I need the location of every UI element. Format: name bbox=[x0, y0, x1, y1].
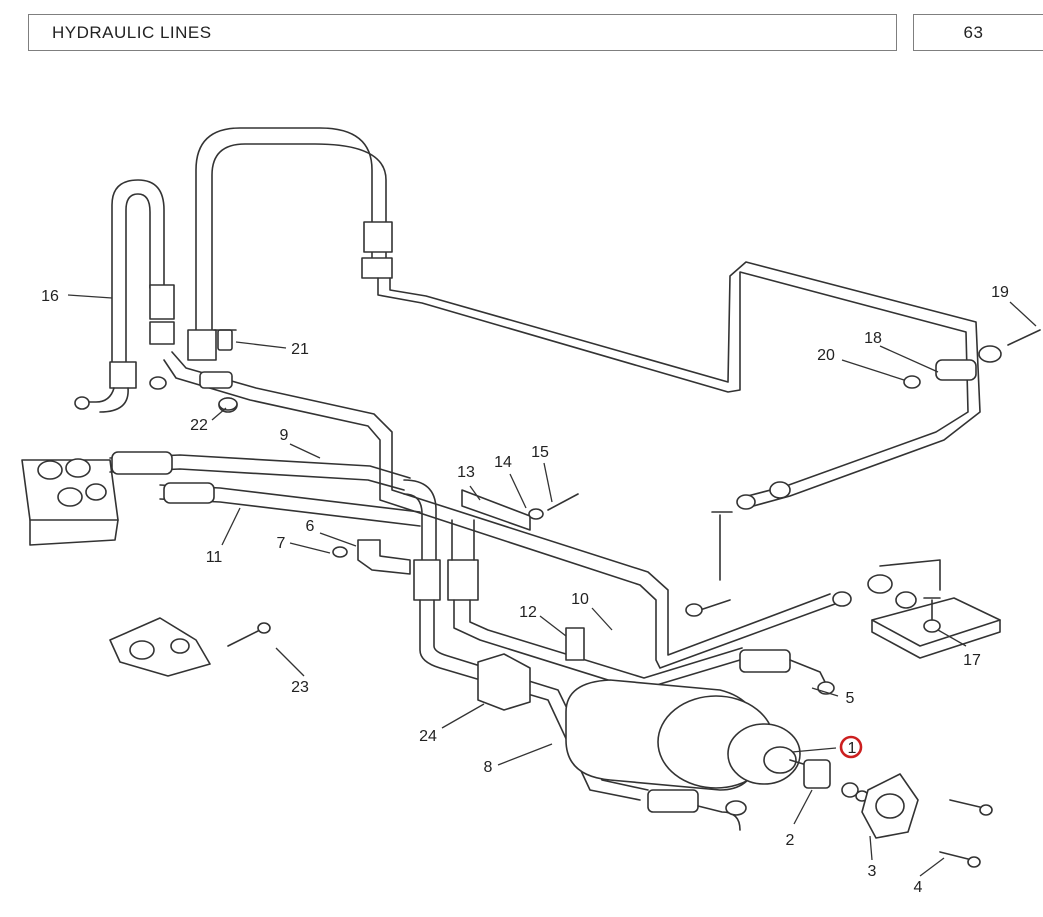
diagram-line-art bbox=[21, 127, 1041, 868]
callout-13: 13 bbox=[457, 464, 475, 481]
callout-4: 4 bbox=[914, 879, 923, 896]
callout-leaders bbox=[67, 294, 1037, 877]
page-title: HYDRAULIC LINES bbox=[52, 22, 212, 42]
page-number: 63 bbox=[963, 22, 984, 42]
callout-11: 11 bbox=[206, 549, 223, 566]
callout-1: 1 bbox=[848, 740, 857, 757]
callout-18: 18 bbox=[864, 330, 882, 347]
callout-12: 12 bbox=[519, 604, 537, 621]
callout-8: 8 bbox=[484, 759, 493, 776]
callout-20: 20 bbox=[817, 347, 835, 364]
callout-numbers: 1 2 3 4 5 6 7 8 9 10 11 12 13 14 15 16 1… bbox=[41, 284, 1009, 896]
callout-16: 16 bbox=[41, 288, 59, 305]
callout-21: 21 bbox=[291, 341, 309, 358]
callout-10: 10 bbox=[571, 591, 589, 608]
callout-3: 3 bbox=[868, 863, 877, 880]
callout-9: 9 bbox=[280, 427, 289, 444]
callout-15: 15 bbox=[531, 444, 549, 461]
header-title-box: HYDRAULIC LINES bbox=[28, 14, 897, 51]
callout-24: 24 bbox=[419, 728, 437, 745]
callout-7: 7 bbox=[277, 535, 286, 552]
highlight-circle-callout-1 bbox=[839, 735, 863, 759]
callout-14: 14 bbox=[494, 454, 512, 471]
callout-5: 5 bbox=[846, 690, 855, 707]
callout-2: 2 bbox=[786, 832, 795, 849]
callout-17: 17 bbox=[963, 652, 981, 669]
callout-19: 19 bbox=[991, 284, 1009, 301]
callout-6: 6 bbox=[306, 518, 315, 535]
callout-23: 23 bbox=[291, 679, 309, 696]
callout-22: 22 bbox=[190, 417, 208, 434]
header-page-box: 63 bbox=[913, 14, 1043, 51]
